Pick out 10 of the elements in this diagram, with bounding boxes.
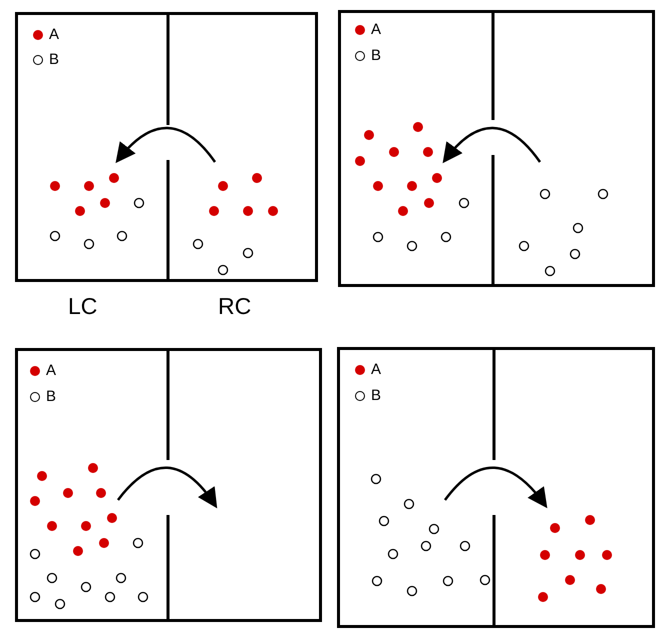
legend-text: A: [371, 361, 382, 379]
legend-text: A: [371, 21, 382, 39]
legend-text: B: [49, 51, 60, 69]
legend-text: B: [371, 387, 382, 405]
legend-text: B: [371, 47, 382, 65]
legend-text: A: [49, 26, 60, 44]
legend-text: A: [46, 362, 56, 380]
chamber-label: RC: [218, 293, 252, 319]
chamber-label: LC: [68, 293, 98, 319]
legend-text: B: [46, 388, 56, 406]
